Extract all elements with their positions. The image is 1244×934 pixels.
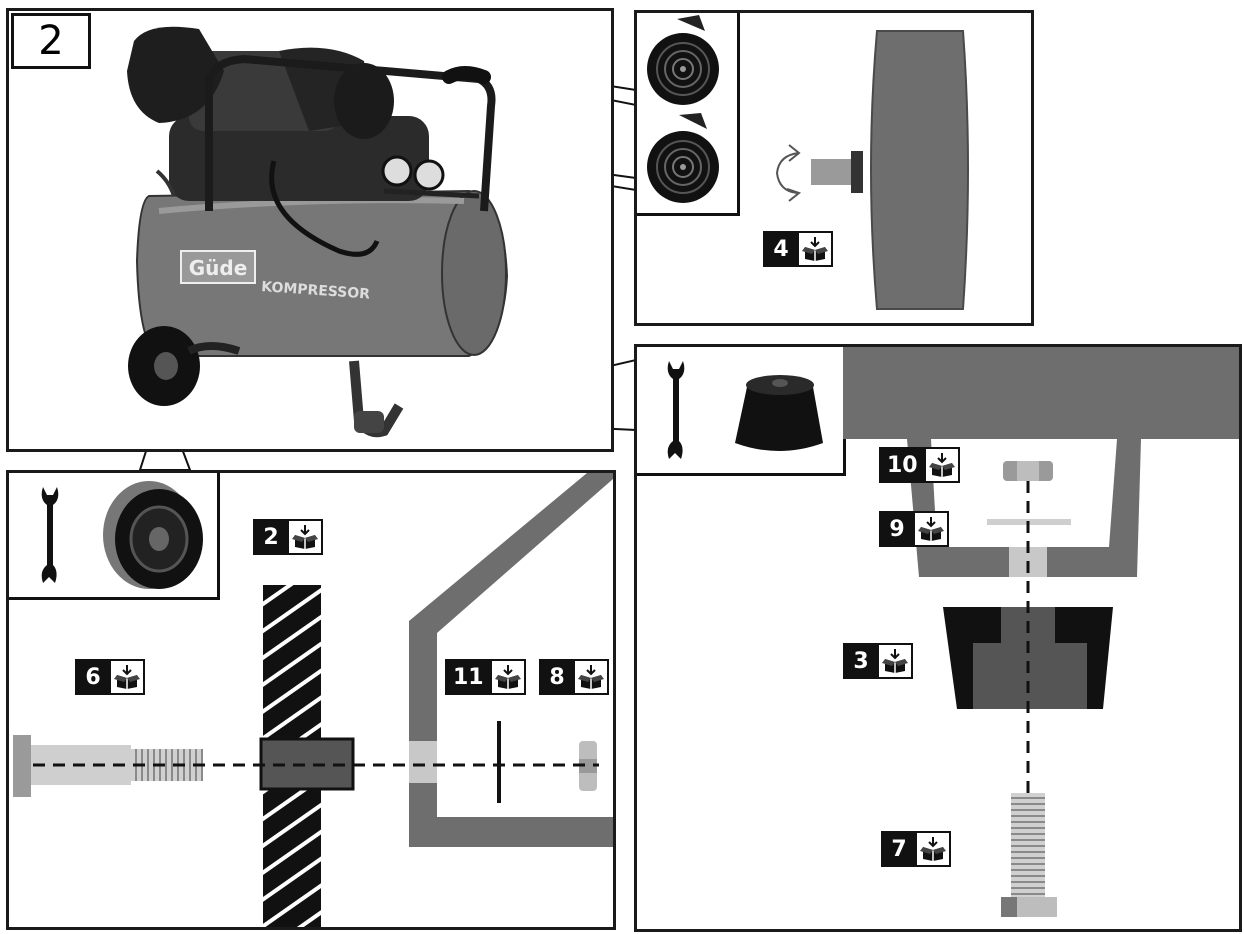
parts-box-icon: [879, 643, 913, 679]
compressor-illustration: Güde KOMPRESSOR: [127, 26, 509, 438]
parts-box-icon: [491, 659, 526, 695]
badge-part-6: 6: [75, 659, 145, 695]
product-label: KOMPRESSOR: [261, 279, 371, 303]
badge-part-3: 3: [843, 643, 913, 679]
wheel-thumb-cell: [93, 473, 220, 600]
badge-part-11: 11: [445, 659, 526, 695]
wheel-assembly-panel: 2 6 11: [6, 470, 616, 930]
wrench-icon: [41, 487, 59, 583]
filter-thumb-top: [637, 13, 740, 112]
wrench-tool-cell: [9, 473, 96, 600]
parts-box-icon: [289, 519, 323, 555]
rubber-foot-thumbnail: [735, 375, 823, 451]
foot-assembly-panel: 10 9 3: [634, 344, 1242, 932]
badge-part-4: 4: [763, 231, 833, 267]
badge-part-9: 9: [879, 511, 949, 547]
rotate-arrow-icon: [775, 144, 802, 202]
rubber-foot-thumb-cell: [719, 347, 846, 476]
filter-thumb-bottom: [637, 109, 740, 216]
compressor-overview-panel: 2 Güde KOMPRESSOR: [6, 8, 614, 452]
badge-part-8: 8: [539, 659, 609, 695]
wrench-tool-cell-2: [637, 347, 722, 476]
air-filter-panel: 4: [634, 10, 1034, 326]
parts-box-icon: [925, 447, 960, 483]
wrench-icon: [667, 361, 685, 459]
badge-part-10: 10: [879, 447, 960, 483]
parts-box-icon: [917, 831, 951, 867]
brand-logo: Güde: [189, 256, 248, 280]
figure-number: 2: [11, 13, 91, 69]
parts-box-icon: [799, 231, 833, 267]
parts-box-icon: [575, 659, 609, 695]
parts-box-icon: [915, 511, 949, 547]
parts-box-icon: [111, 659, 145, 695]
wheel-thumbnail: [103, 481, 203, 589]
badge-part-7: 7: [881, 831, 951, 867]
badge-part-2: 2: [253, 519, 323, 555]
